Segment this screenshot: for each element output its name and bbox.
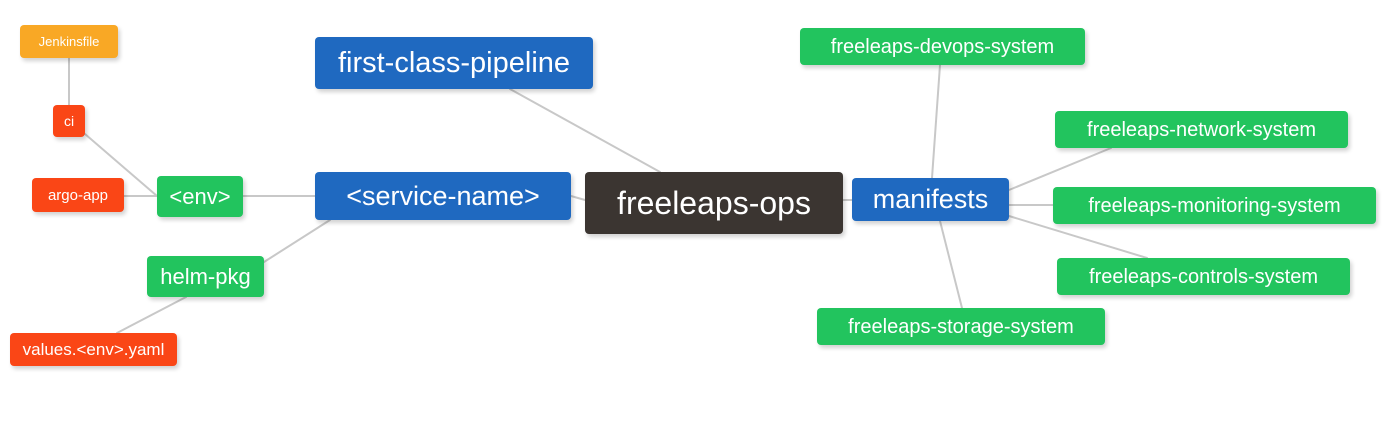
mindmap-node-label: freeleaps-devops-system (830, 35, 1055, 58)
mindmap-node-service-name[interactable]: <service-name> (315, 172, 571, 220)
edge-first-class-pipeline-to-freeleaps-ops (509, 88, 661, 173)
mindmap-node-label: freeleaps-network-system (1087, 118, 1316, 141)
mindmap-node-manifests[interactable]: manifests (852, 178, 1009, 221)
edge-values-yaml-to-helm-pkg (116, 296, 187, 334)
mindmap-node-label: freeleaps-controls-system (1089, 265, 1318, 288)
mindmap-node-jenkinsfile[interactable]: Jenkinsfile (20, 25, 118, 58)
mindmap-node-label: freeleaps-ops (617, 185, 811, 221)
mindmap-node-freeleaps-monitoring-system[interactable]: freeleaps-monitoring-system (1053, 187, 1376, 224)
mindmap-node-label: values.<env>.yaml (22, 340, 165, 359)
mindmap-node-values-yaml[interactable]: values.<env>.yaml (10, 333, 177, 366)
mindmap-node-freeleaps-ops[interactable]: freeleaps-ops (585, 172, 843, 234)
mindmap-node-env[interactable]: <env> (157, 176, 243, 217)
mindmap-node-helm-pkg[interactable]: helm-pkg (147, 256, 264, 297)
mindmap-node-label: freeleaps-storage-system (848, 315, 1074, 338)
mindmap-node-label: freeleaps-monitoring-system (1088, 194, 1341, 217)
mindmap-node-label: argo-app (47, 186, 109, 204)
mindmap-node-label: Jenkinsfile (38, 34, 100, 49)
mindmap-node-label: <service-name> (346, 180, 540, 211)
mindmap-node-label: ci (63, 113, 75, 129)
mindmap-node-label: helm-pkg (160, 263, 251, 289)
edge-freeleaps-devops-system-to-manifests (931, 64, 941, 179)
mindmap-node-freeleaps-devops-system[interactable]: freeleaps-devops-system (800, 28, 1085, 65)
mindmap-node-first-class-pipeline[interactable]: first-class-pipeline (315, 37, 593, 89)
edge-helm-pkg-to-service-name (263, 219, 331, 263)
mindmap-node-ci[interactable]: ci (53, 105, 85, 137)
mindmap-node-argo-app[interactable]: argo-app (32, 178, 124, 212)
mindmap-node-label: manifests (872, 184, 989, 214)
edge-manifests-to-freeleaps-network-system (1008, 147, 1112, 191)
mindmap-node-freeleaps-network-system[interactable]: freeleaps-network-system (1055, 111, 1348, 148)
mindmap-node-freeleaps-controls-system[interactable]: freeleaps-controls-system (1057, 258, 1350, 295)
edge-service-name-to-freeleaps-ops (570, 195, 586, 201)
mindmap-node-label: first-class-pipeline (337, 46, 571, 79)
mindmap-node-label: <env> (169, 183, 231, 209)
edge-manifests-to-freeleaps-storage-system (939, 220, 963, 309)
mindmap-node-freeleaps-storage-system[interactable]: freeleaps-storage-system (817, 308, 1105, 345)
